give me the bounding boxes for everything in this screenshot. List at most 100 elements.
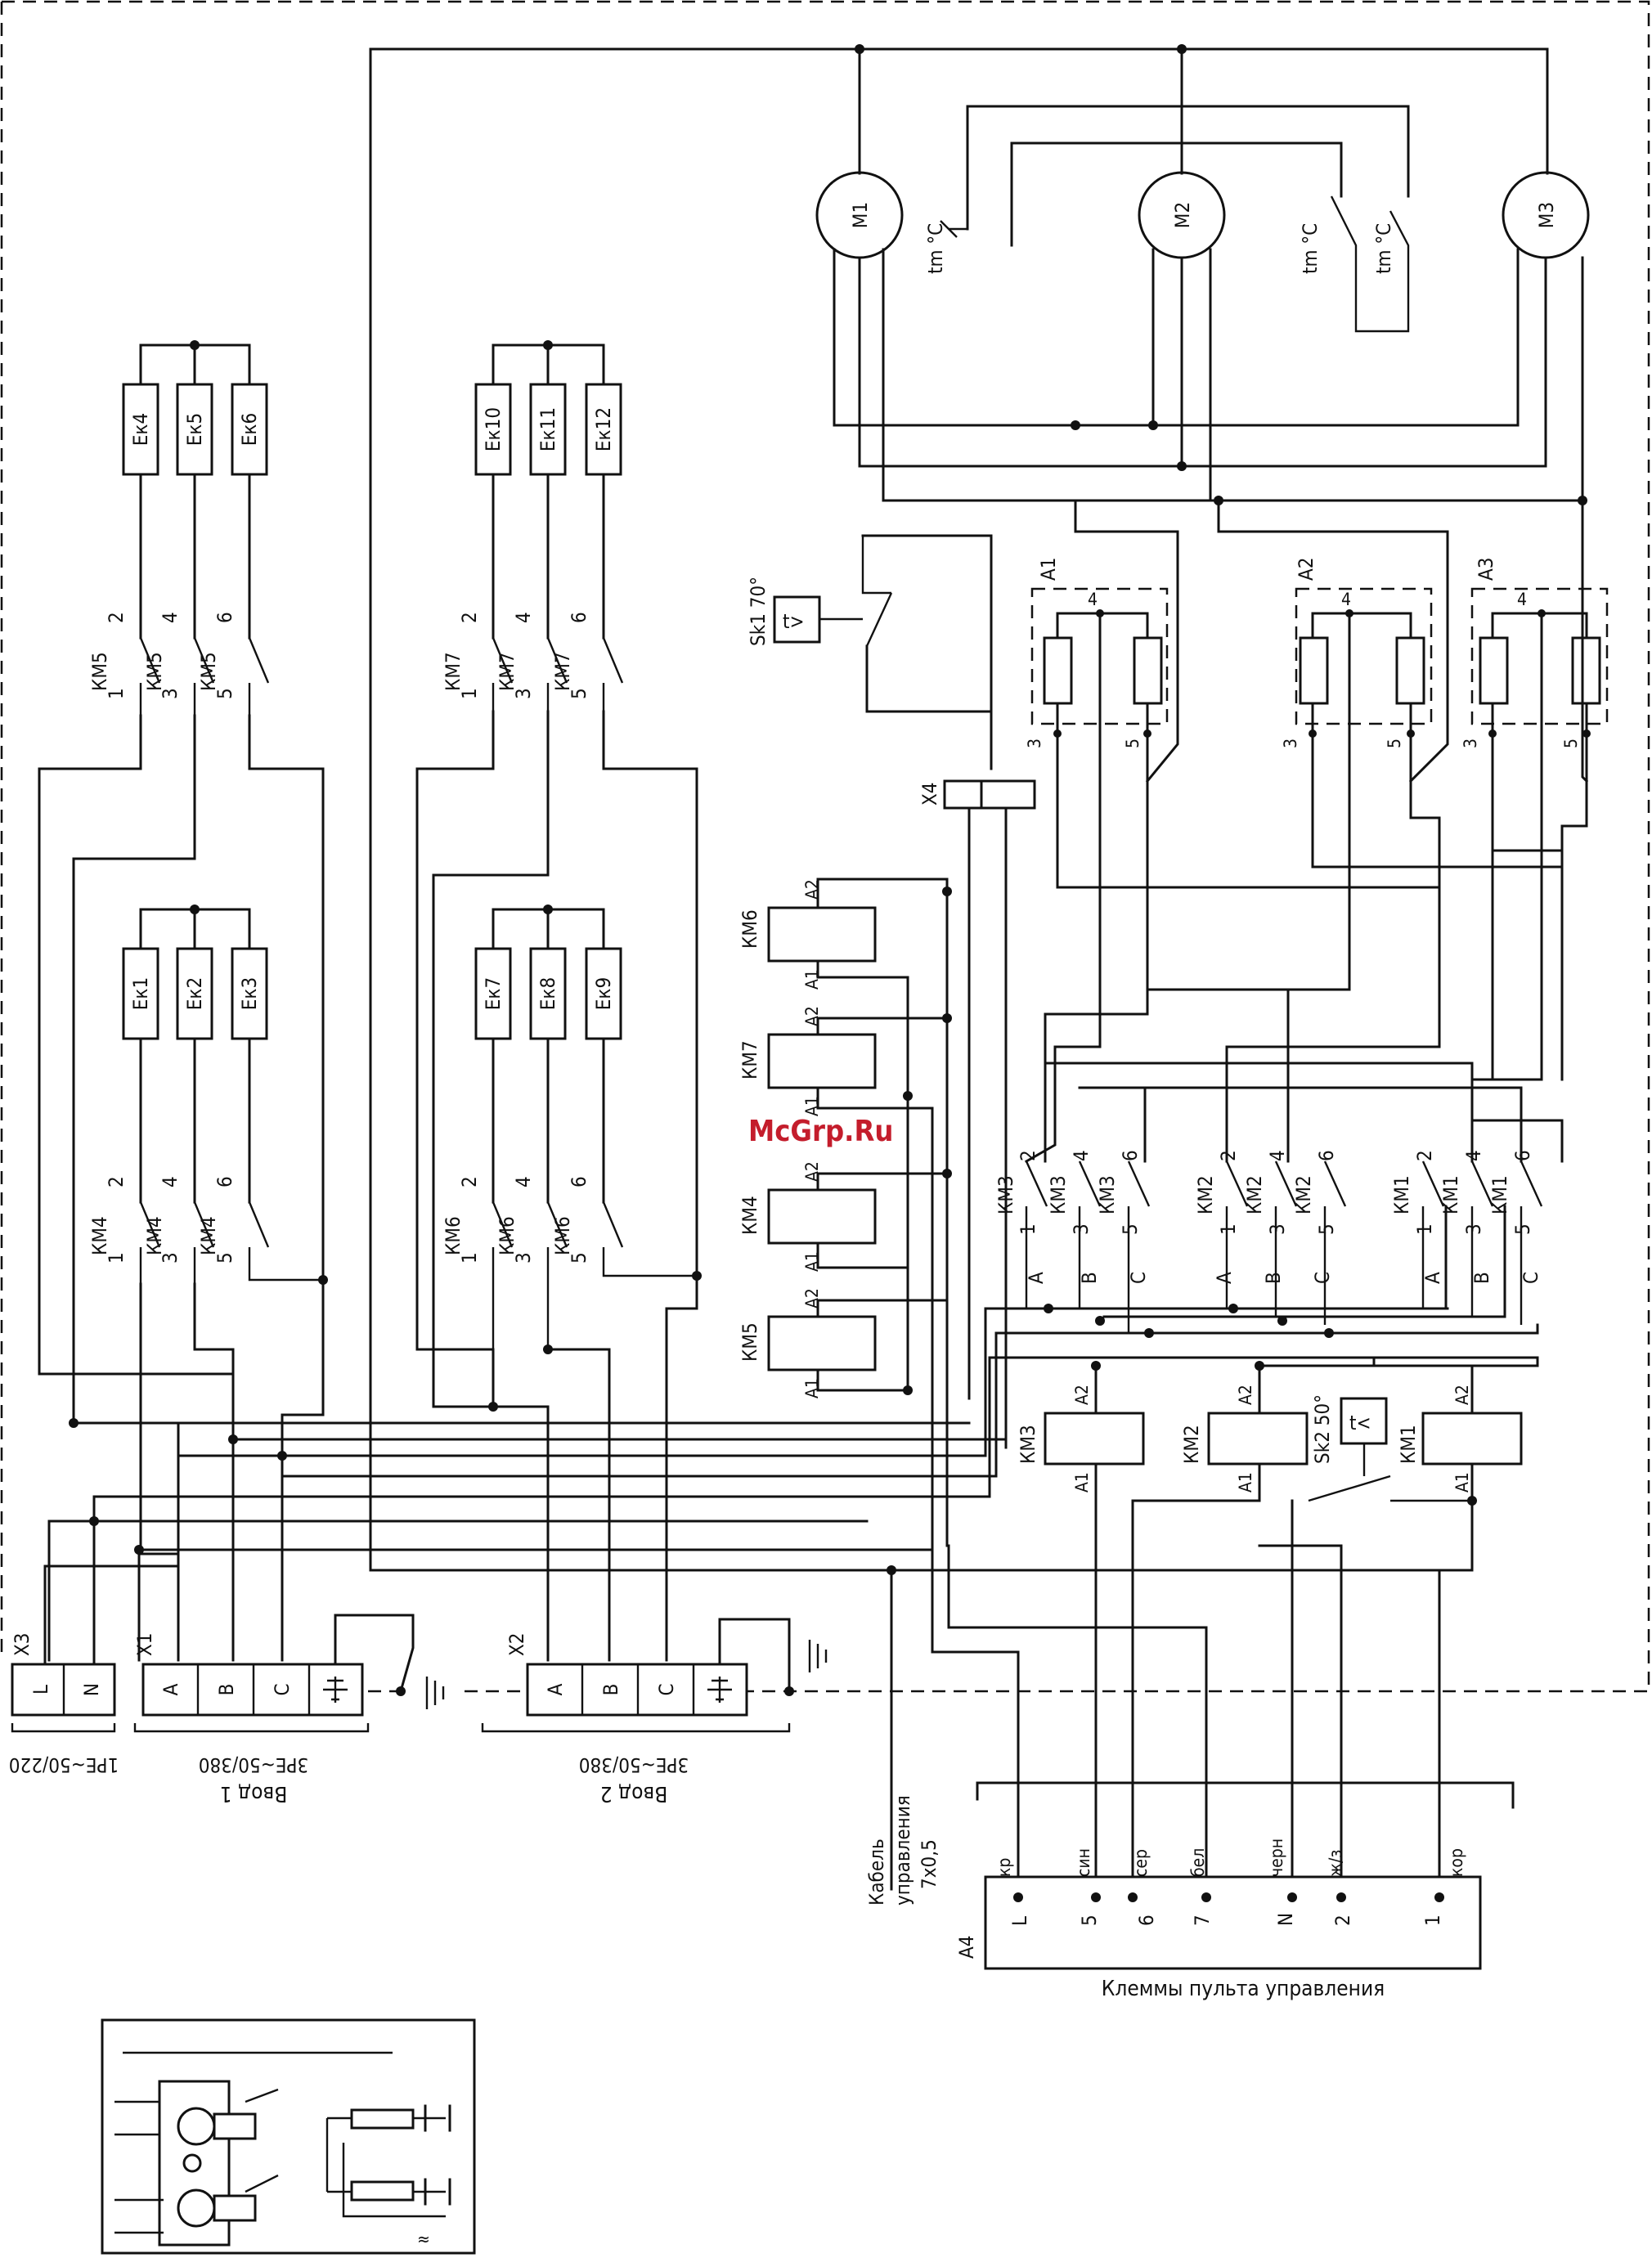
coil-common-bus (816, 878, 952, 1547)
motor-junctions (855, 44, 1587, 505)
svg-text:5: 5 (213, 688, 236, 699)
svg-text:КМ2: КМ2 (1243, 1175, 1266, 1214)
svg-text:Ек7: Ек7 (482, 977, 505, 1010)
svg-text:1: 1 (105, 688, 128, 699)
motor-wiring (369, 47, 1584, 502)
svg-text:5: 5 (1078, 1915, 1101, 1926)
svg-text:A1: A1 (1236, 1472, 1255, 1493)
svg-text:X4: X4 (918, 782, 941, 806)
svg-text:B: B (215, 1684, 238, 1696)
svg-text:4: 4 (159, 1176, 182, 1187)
svg-text:КМ5: КМ5 (88, 652, 111, 691)
svg-text:4: 4 (512, 612, 535, 623)
svg-text:Ек1: Ек1 (129, 977, 152, 1010)
heater-group-4-6: Ек4 Ек5 Ек6 (122, 340, 268, 640)
svg-text:A: A (1213, 1272, 1236, 1284)
svg-text:≈: ≈ (417, 2229, 430, 2249)
motor-contactor-bus (984, 1205, 1539, 1367)
svg-text:КМ6: КМ6 (551, 1216, 574, 1255)
motor-contactor-wiring (1024, 499, 1589, 1164)
svg-text:1PE~50/220: 1PE~50/220 (9, 1753, 119, 1776)
svg-text:Ек4: Ек4 (129, 413, 152, 446)
svg-text:2: 2 (458, 612, 481, 623)
svg-text:3: 3 (159, 1252, 182, 1264)
contactor-km7-poles: КМ7 КМ7 КМ7 2 4 6 1 3 5 (442, 612, 624, 712)
control-panel-a4: A4 L 5 6 7 N 2 1 Клеммы пульта управлени… (955, 1875, 1482, 2001)
svg-text:4: 4 (1266, 1150, 1289, 1161)
svg-text:М1: М1 (849, 202, 872, 228)
svg-text:КМ7: КМ7 (738, 1040, 761, 1080)
svg-text:6: 6 (213, 1176, 236, 1187)
svg-text:КМ6: КМ6 (442, 1216, 465, 1255)
svg-text:Ек6: Ек6 (238, 413, 261, 446)
svg-text:ж/з: ж/з (1326, 1850, 1345, 1877)
svg-text:A1: A1 (1452, 1472, 1472, 1493)
control-cable: Кабель управления 7х0,5 кр син сер бел ч… (865, 1781, 1515, 1906)
svg-text:КМ6: КМ6 (738, 909, 761, 949)
svg-text:L: L (1008, 1916, 1031, 1926)
svg-text:КМ6: КМ6 (496, 1216, 518, 1255)
svg-text:М3: М3 (1535, 202, 1558, 228)
svg-text:КМ2: КМ2 (1194, 1175, 1217, 1214)
svg-text:КМ3: КМ3 (1047, 1175, 1070, 1214)
svg-text:кр: кр (994, 1858, 1014, 1877)
svg-text:A: A (1025, 1272, 1048, 1284)
svg-text:6: 6 (1119, 1150, 1142, 1161)
contactor-km6-poles: КМ6 КМ6 КМ6 2 4 6 1 3 5 (442, 1176, 702, 1349)
svg-text:КМ4: КМ4 (143, 1216, 166, 1255)
svg-text:3: 3 (1281, 738, 1300, 748)
svg-text:5: 5 (1119, 1223, 1142, 1235)
svg-text:1: 1 (458, 688, 481, 699)
svg-text:3: 3 (1461, 738, 1480, 748)
svg-text:3: 3 (512, 1252, 535, 1264)
motor-thermal-labels: tm °C tm °C tm °C (924, 223, 1395, 274)
motor-m2: М2 (1138, 171, 1226, 259)
svg-text:Ек3: Ек3 (238, 977, 261, 1010)
svg-text:5: 5 (568, 1252, 590, 1264)
svg-text:4: 4 (512, 1176, 535, 1187)
contactor-km5-poles: КМ5 КМ5 КМ5 2 4 6 1 3 5 (88, 612, 270, 716)
coil-km4: КМ4 A2 A1 (738, 1161, 909, 1392)
svg-text:6: 6 (568, 1176, 590, 1187)
heater-group-10-12: Ек10 Ек11 Ек12 (474, 340, 622, 640)
heater-group-1-3: Ек1 Ек2 Ек3 (122, 905, 268, 1204)
heater-group-7-9: Ек7 Ек8 Ек9 (474, 905, 622, 1204)
svg-text:tm °C: tm °C (1372, 223, 1395, 274)
svg-text:М2: М2 (1171, 202, 1194, 228)
svg-text:C: C (271, 1683, 294, 1695)
svg-text:4: 4 (1462, 1150, 1485, 1161)
svg-text:Sk2 50°: Sk2 50° (1311, 1394, 1334, 1464)
connector-x4: X4 (918, 779, 1036, 1449)
svg-text:кор: кор (1447, 1848, 1466, 1877)
svg-text:КМ7: КМ7 (551, 652, 574, 691)
svg-text:4: 4 (1088, 590, 1098, 609)
svg-text:Sk1 70°: Sk1 70° (747, 577, 770, 646)
svg-text:3PE~50/380: 3PE~50/380 (199, 1753, 308, 1776)
control-bus (47, 1307, 1474, 1891)
svg-text:син: син (1074, 1848, 1093, 1877)
svg-text:КМ3: КМ3 (1096, 1175, 1119, 1214)
svg-text:3: 3 (1266, 1223, 1289, 1235)
svg-text:2: 2 (1331, 1915, 1354, 1926)
svg-text:1: 1 (458, 1252, 481, 1264)
svg-text:5: 5 (1561, 738, 1581, 748)
svg-text:1: 1 (105, 1252, 128, 1264)
svg-text:управления: управления (891, 1795, 914, 1906)
svg-text:5: 5 (1511, 1223, 1534, 1235)
terminal-x3: L N X3 1PE~50/220 (9, 1520, 180, 1776)
svg-text:C: C (655, 1683, 678, 1695)
capacitor-block-a3: A3 4 3 5 (1461, 558, 1609, 1081)
motor-m3: М3 (1502, 171, 1590, 259)
svg-text:A3: A3 (1475, 558, 1497, 581)
svg-text:t>: t> (783, 610, 805, 633)
svg-text:5: 5 (1315, 1223, 1338, 1235)
svg-text:C: C (1311, 1272, 1334, 1284)
svg-text:B: B (1078, 1272, 1101, 1284)
svg-text:4: 4 (1070, 1150, 1093, 1161)
svg-text:бел: бел (1188, 1848, 1208, 1877)
svg-text:Ек8: Ек8 (536, 977, 559, 1010)
svg-text:3: 3 (1462, 1223, 1485, 1235)
terminal-x2: A B C X2 3PE~50/380 Ввод 2 (369, 47, 893, 1806)
svg-text:1: 1 (1217, 1223, 1240, 1235)
